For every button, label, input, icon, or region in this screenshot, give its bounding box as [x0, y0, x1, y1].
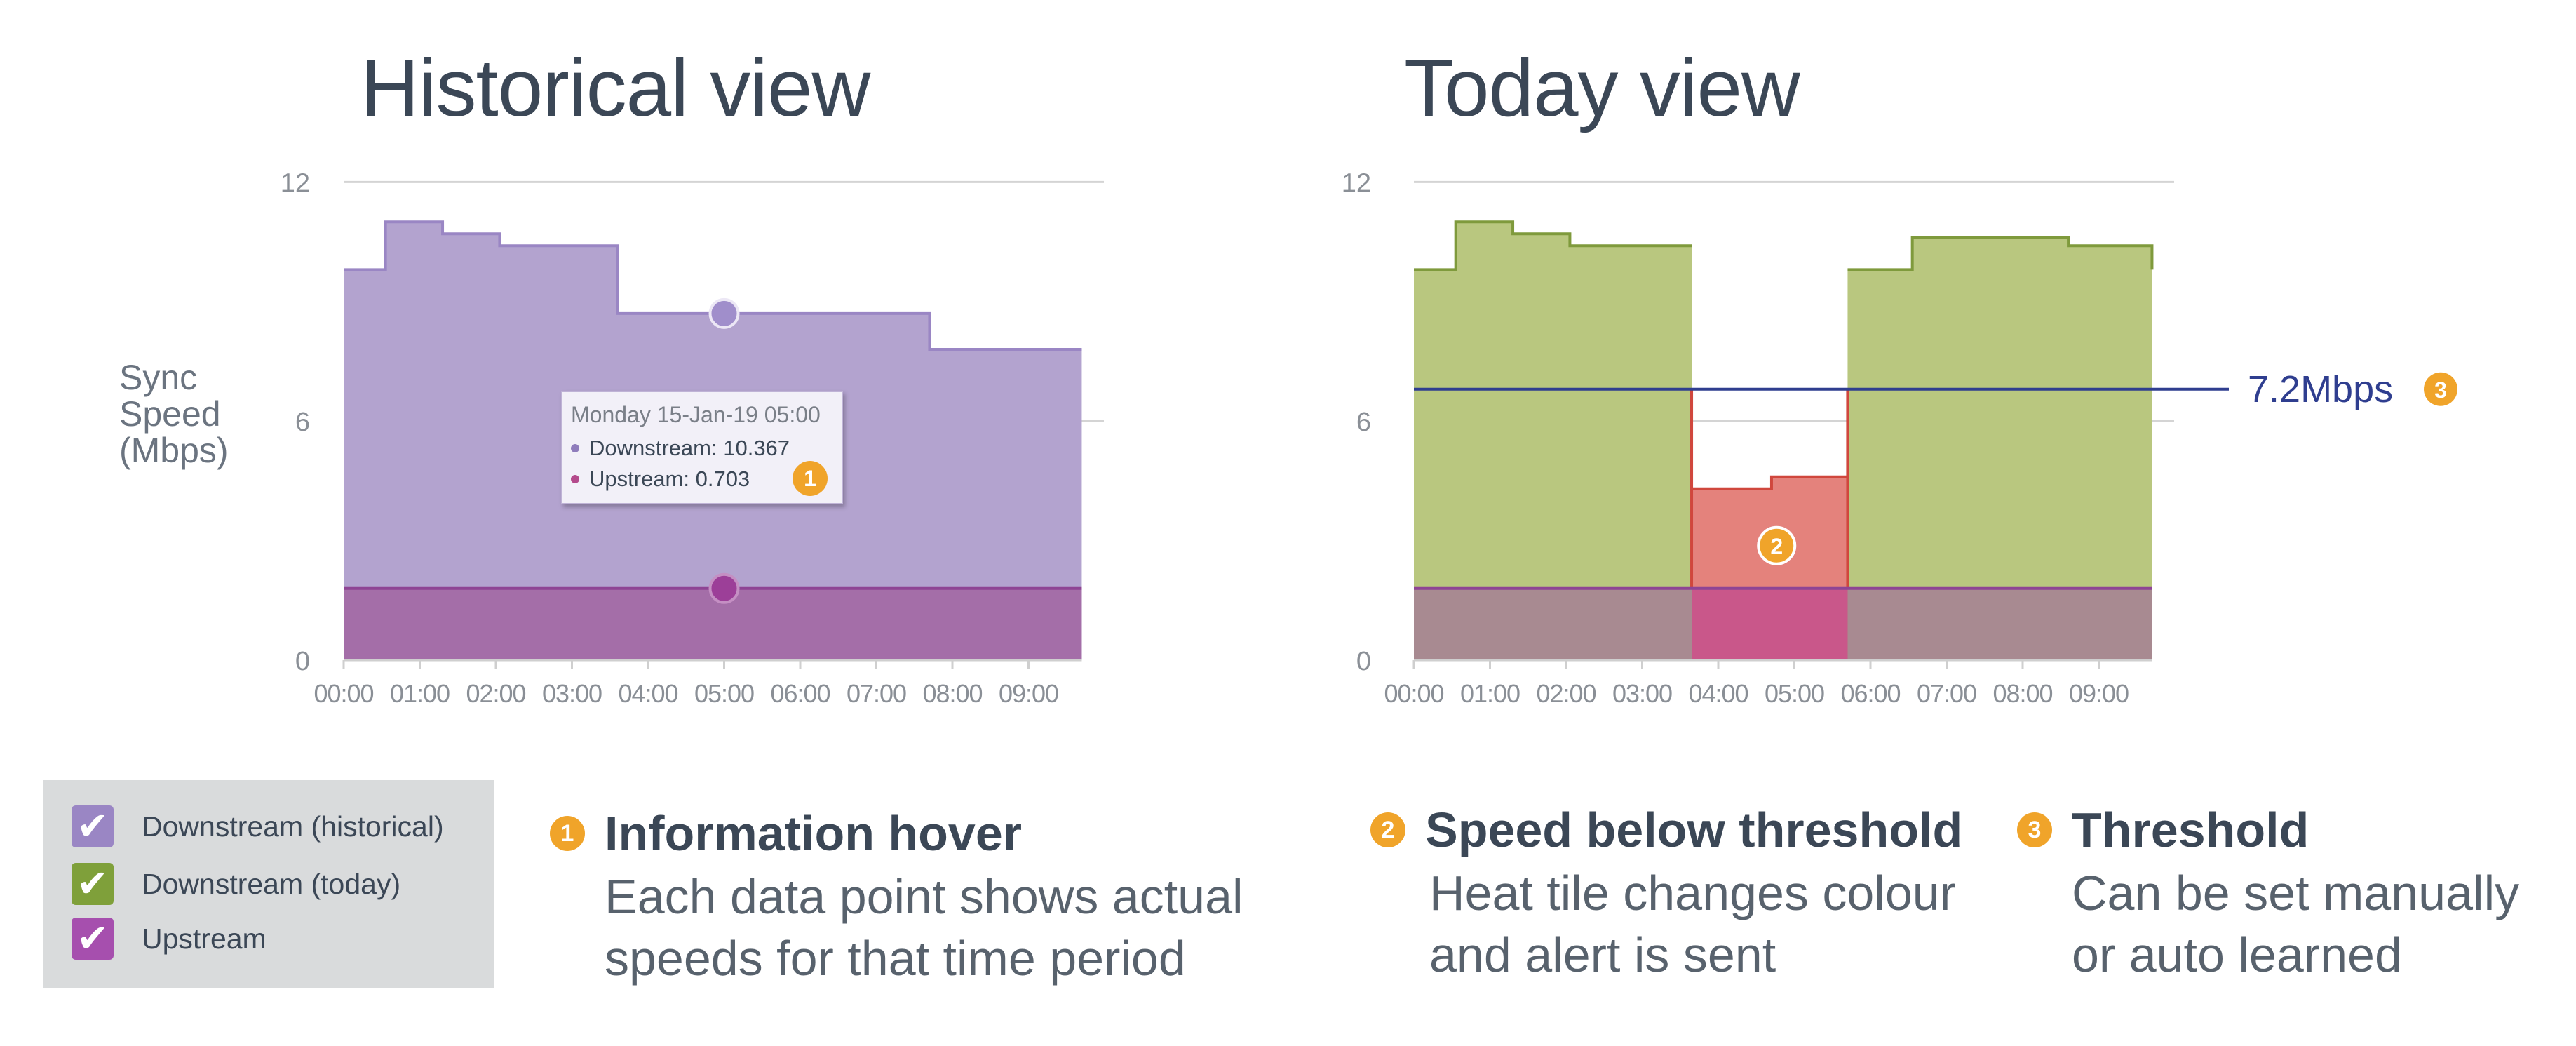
- upstream-dot-icon: [571, 475, 579, 483]
- x-tick-label: 06:00: [770, 679, 830, 708]
- note-title: Information hover: [605, 806, 1023, 861]
- legend-item-downstream-historical[interactable]: ✔ Downstream (historical): [72, 804, 444, 849]
- x-tick-label: 01:00: [390, 679, 450, 708]
- upstream-area: [1847, 588, 2152, 660]
- badge-2-icon: 2: [1370, 812, 1405, 847]
- x-tick-label: 00:00: [1384, 679, 1443, 708]
- x-tick-label: 08:00: [922, 679, 982, 708]
- legend: ✔ Downstream (historical) ✔ Downstream (…: [43, 780, 494, 988]
- badge-3-icon: 3: [2017, 812, 2052, 847]
- note-speed-below-threshold: 2 Speed below threshold Heat tile change…: [1370, 802, 1962, 986]
- downstream-historical-line: [344, 220, 1082, 351]
- note-information-hover: 1 Information hover Each data point show…: [550, 805, 1243, 989]
- legend-item-downstream-today[interactable]: ✔ Downstream (today): [72, 861, 400, 906]
- tooltip-title: Monday 15-Jan-19 05:00: [571, 402, 821, 427]
- x-tick-label: 09:00: [2069, 679, 2129, 708]
- downstream-today-area: [1847, 237, 2152, 660]
- y-axis-label: Sync Speed (Mbps): [119, 359, 229, 469]
- y-tick-label: 0: [1356, 647, 1371, 676]
- upstream-area: [1414, 588, 1692, 660]
- note-desc-line: Can be set manually: [2072, 866, 2520, 920]
- upstream-hover-point: [708, 572, 740, 604]
- y-axis-label-line: (Mbps): [119, 431, 229, 470]
- info-hover-tooltip: Monday 15-Jan-19 05:00 Downstream: 10.36…: [561, 391, 843, 504]
- y-tick-label: 6: [295, 408, 310, 437]
- tooltip-upstream-row: Upstream: 0.703: [571, 467, 750, 492]
- x-tick-label: 07:00: [1917, 679, 1976, 708]
- checkbox-checked-icon[interactable]: ✔: [72, 863, 114, 905]
- legend-item-upstream[interactable]: ✔ Upstream: [72, 916, 267, 961]
- x-tick-label: 00:00: [313, 679, 373, 708]
- y-axis-label-line: Sync: [119, 358, 198, 397]
- note-title: Threshold: [2072, 803, 2309, 857]
- downstream-dot-icon: [571, 444, 579, 452]
- x-tick-label: 05:00: [1765, 679, 1824, 708]
- checkbox-checked-icon[interactable]: ✔: [72, 918, 114, 960]
- x-tick-label: 03:00: [542, 679, 602, 708]
- historical-view-title: Historical view: [360, 42, 870, 133]
- legend-label: Upstream: [142, 922, 267, 955]
- badge-3-label: 3: [2434, 377, 2447, 403]
- x-tick-label: 03:00: [1612, 679, 1672, 708]
- today-view-title: Today view: [1404, 42, 1800, 133]
- below-threshold-line: [1690, 389, 1849, 490]
- note-desc-line: speeds for that time period: [605, 931, 1186, 986]
- y-tick-label: 12: [1342, 168, 1371, 198]
- downstream-today-line: [1414, 220, 1692, 271]
- downstream-today-area: [1414, 222, 1692, 660]
- tooltip-downstream-row: Downstream: 10.367: [571, 436, 790, 461]
- note-threshold: 3 Threshold Can be set manually or auto …: [2017, 802, 2519, 986]
- legend-label: Downstream (today): [142, 867, 401, 900]
- badge-2-label: 2: [1770, 534, 1783, 559]
- y-tick-label: 0: [295, 647, 310, 676]
- threshold-label: 7.2Mbps: [2248, 368, 2393, 410]
- x-tick-label: 08:00: [1992, 679, 2052, 708]
- x-tick-label: 05:00: [694, 679, 754, 708]
- x-tick-label: 04:00: [618, 679, 677, 708]
- x-tick-label: 09:00: [999, 679, 1058, 708]
- note-desc-line: or auto learned: [2072, 927, 2402, 982]
- upstream-area: [1692, 588, 1848, 660]
- note-title: Speed below threshold: [1425, 803, 1963, 857]
- y-tick-label: 12: [281, 168, 310, 198]
- legend-label: Downstream (historical): [142, 810, 444, 843]
- note-desc-line: and alert is sent: [1429, 927, 1776, 982]
- x-tick-label: 01:00: [1460, 679, 1520, 708]
- badge-3-icon: [2424, 372, 2457, 406]
- badge-2-icon: [1757, 525, 1797, 565]
- checkbox-checked-icon[interactable]: ✔: [72, 805, 114, 847]
- today-chart: 0 6 12 7.2Mbps 3 2 00:00 01:00 02:00 03:00 04:00 05…: [1342, 168, 2457, 708]
- note-desc-line: Heat tile changes colour: [1429, 866, 1956, 920]
- x-tick-label: 06:00: [1840, 679, 1900, 708]
- downstream-hover-point: [708, 297, 740, 329]
- info-badge-icon: 1: [793, 461, 828, 496]
- tooltip-downstream: Downstream: 10.367: [589, 436, 790, 460]
- upstream-area: [344, 588, 1082, 660]
- y-axis-label-line: Speed: [119, 394, 221, 434]
- note-desc-line: Each data point shows actual: [605, 869, 1243, 924]
- x-tick-label: 07:00: [847, 679, 906, 708]
- badge-1-icon: 1: [550, 816, 585, 851]
- y-tick-label: 6: [1356, 408, 1371, 437]
- x-tick-label: 04:00: [1688, 679, 1748, 708]
- tooltip-upstream: Upstream: 0.703: [589, 467, 750, 491]
- x-tick-label: 02:00: [466, 679, 525, 708]
- x-tick-label: 02:00: [1536, 679, 1596, 708]
- downstream-today-line: [1847, 236, 2154, 271]
